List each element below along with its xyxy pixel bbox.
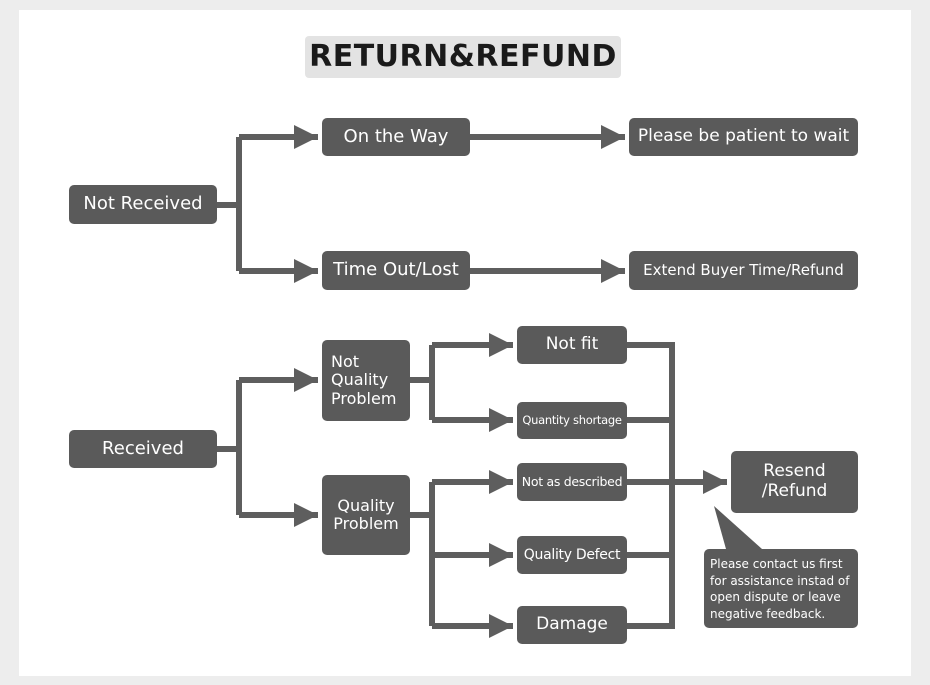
node-on-the-way: On the Way bbox=[322, 118, 470, 156]
node-not-quality-problem: Not Quality Problem bbox=[322, 340, 410, 421]
node-extend-refund: Extend Buyer Time/Refund bbox=[629, 251, 858, 290]
node-resend-refund: Resend /Refund bbox=[731, 451, 858, 513]
node-please-wait: Please be patient to wait bbox=[629, 118, 858, 156]
node-not-fit: Not fit bbox=[517, 326, 627, 364]
diagram-title: RETURN&REFUND bbox=[305, 36, 621, 78]
collector-spine bbox=[627, 342, 675, 629]
note-pointer bbox=[714, 506, 762, 549]
node-time-out-lost: Time Out/Lost bbox=[322, 251, 470, 290]
node-not-received: Not Received bbox=[69, 185, 217, 224]
node-damage: Damage bbox=[517, 606, 627, 644]
node-not-as-described: Not as described bbox=[517, 463, 627, 501]
node-quality-problem: Quality Problem bbox=[322, 475, 410, 555]
node-quality-defect: Quality Defect bbox=[517, 536, 627, 574]
node-quantity-shortage: Quantity shortage bbox=[517, 402, 627, 439]
note-callout: Please contact us first for assistance i… bbox=[704, 549, 858, 628]
node-received: Received bbox=[69, 430, 217, 468]
